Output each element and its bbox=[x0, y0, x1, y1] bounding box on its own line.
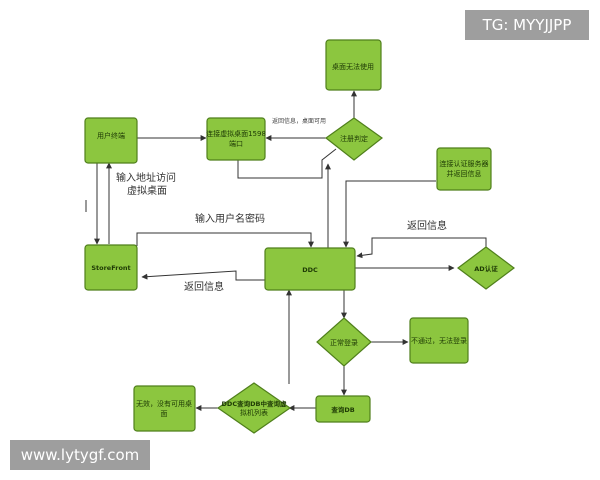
node-query-db bbox=[315, 395, 371, 423]
label-return-info-right: 返回信息 bbox=[407, 219, 447, 232]
label-input-address-1: 输入地址访问 bbox=[116, 171, 176, 184]
node-return-auth-text-1: 连接认证服务器 bbox=[440, 159, 489, 168]
node-fail-login-text: 不通过，无法登录 bbox=[411, 336, 467, 345]
node-ddc-query bbox=[216, 382, 292, 434]
node-return-auth bbox=[436, 147, 492, 191]
node-storefront bbox=[84, 244, 138, 291]
label-input-address-2: 虚拟桌面 bbox=[127, 184, 167, 197]
node-normal-login-text: 正常登录 bbox=[330, 338, 358, 347]
node-ddc bbox=[264, 247, 356, 291]
node-storefront-text: StoreFront bbox=[91, 264, 130, 272]
label-return-desktop: 返回信息，桌面可用 bbox=[272, 117, 326, 125]
node-ad-auth bbox=[457, 246, 515, 290]
node-user-terminal bbox=[84, 117, 138, 164]
node-unusable bbox=[325, 39, 382, 91]
label-return-info-left: 返回信息 bbox=[184, 280, 224, 293]
node-connect-port bbox=[206, 117, 266, 161]
node-register-check-text: 注册判定 bbox=[340, 134, 368, 143]
node-return-auth-text-2: 并返回信息 bbox=[447, 169, 482, 178]
node-user-terminal-text: 用户终端 bbox=[97, 131, 125, 140]
node-normal-login bbox=[316, 317, 372, 367]
node-unusable-text: 桌面无法使用 bbox=[332, 62, 374, 71]
node-ad-auth-text: AD认证 bbox=[474, 264, 498, 273]
watermark-top: TG: MYYJJPP bbox=[465, 10, 589, 40]
node-connect-port-text-1: 连接虚拟桌面1598 bbox=[206, 129, 266, 138]
node-connect-port-text-2: 端口 bbox=[229, 139, 243, 148]
edge-storefront-to-ddc bbox=[136, 232, 314, 248]
node-query-db-text: 查询DB bbox=[331, 405, 354, 414]
watermark-bottom: www.lytygf.com bbox=[10, 440, 150, 470]
label-input-user: 输入用户名密码 bbox=[195, 212, 265, 225]
node-no-desktop-text-1: 无效，没有可用桌 bbox=[136, 399, 192, 408]
node-register-check bbox=[324, 117, 384, 161]
node-ddc-query-text-1: DDC查询DB中查询虚 bbox=[222, 399, 287, 408]
edge-connect-to-register bbox=[237, 148, 337, 179]
node-ddc-text: DDC bbox=[302, 266, 318, 274]
node-fail-login bbox=[409, 317, 469, 364]
node-no-desktop-text-2: 面 bbox=[161, 410, 168, 418]
edge-auth-to-ddc bbox=[343, 180, 436, 248]
node-ddc-query-text-2: 拟机列表 bbox=[240, 408, 268, 417]
edge-ddc-to-storefront bbox=[141, 270, 265, 281]
edge-ad-to-ddc bbox=[356, 237, 487, 259]
node-no-desktop bbox=[133, 385, 196, 432]
